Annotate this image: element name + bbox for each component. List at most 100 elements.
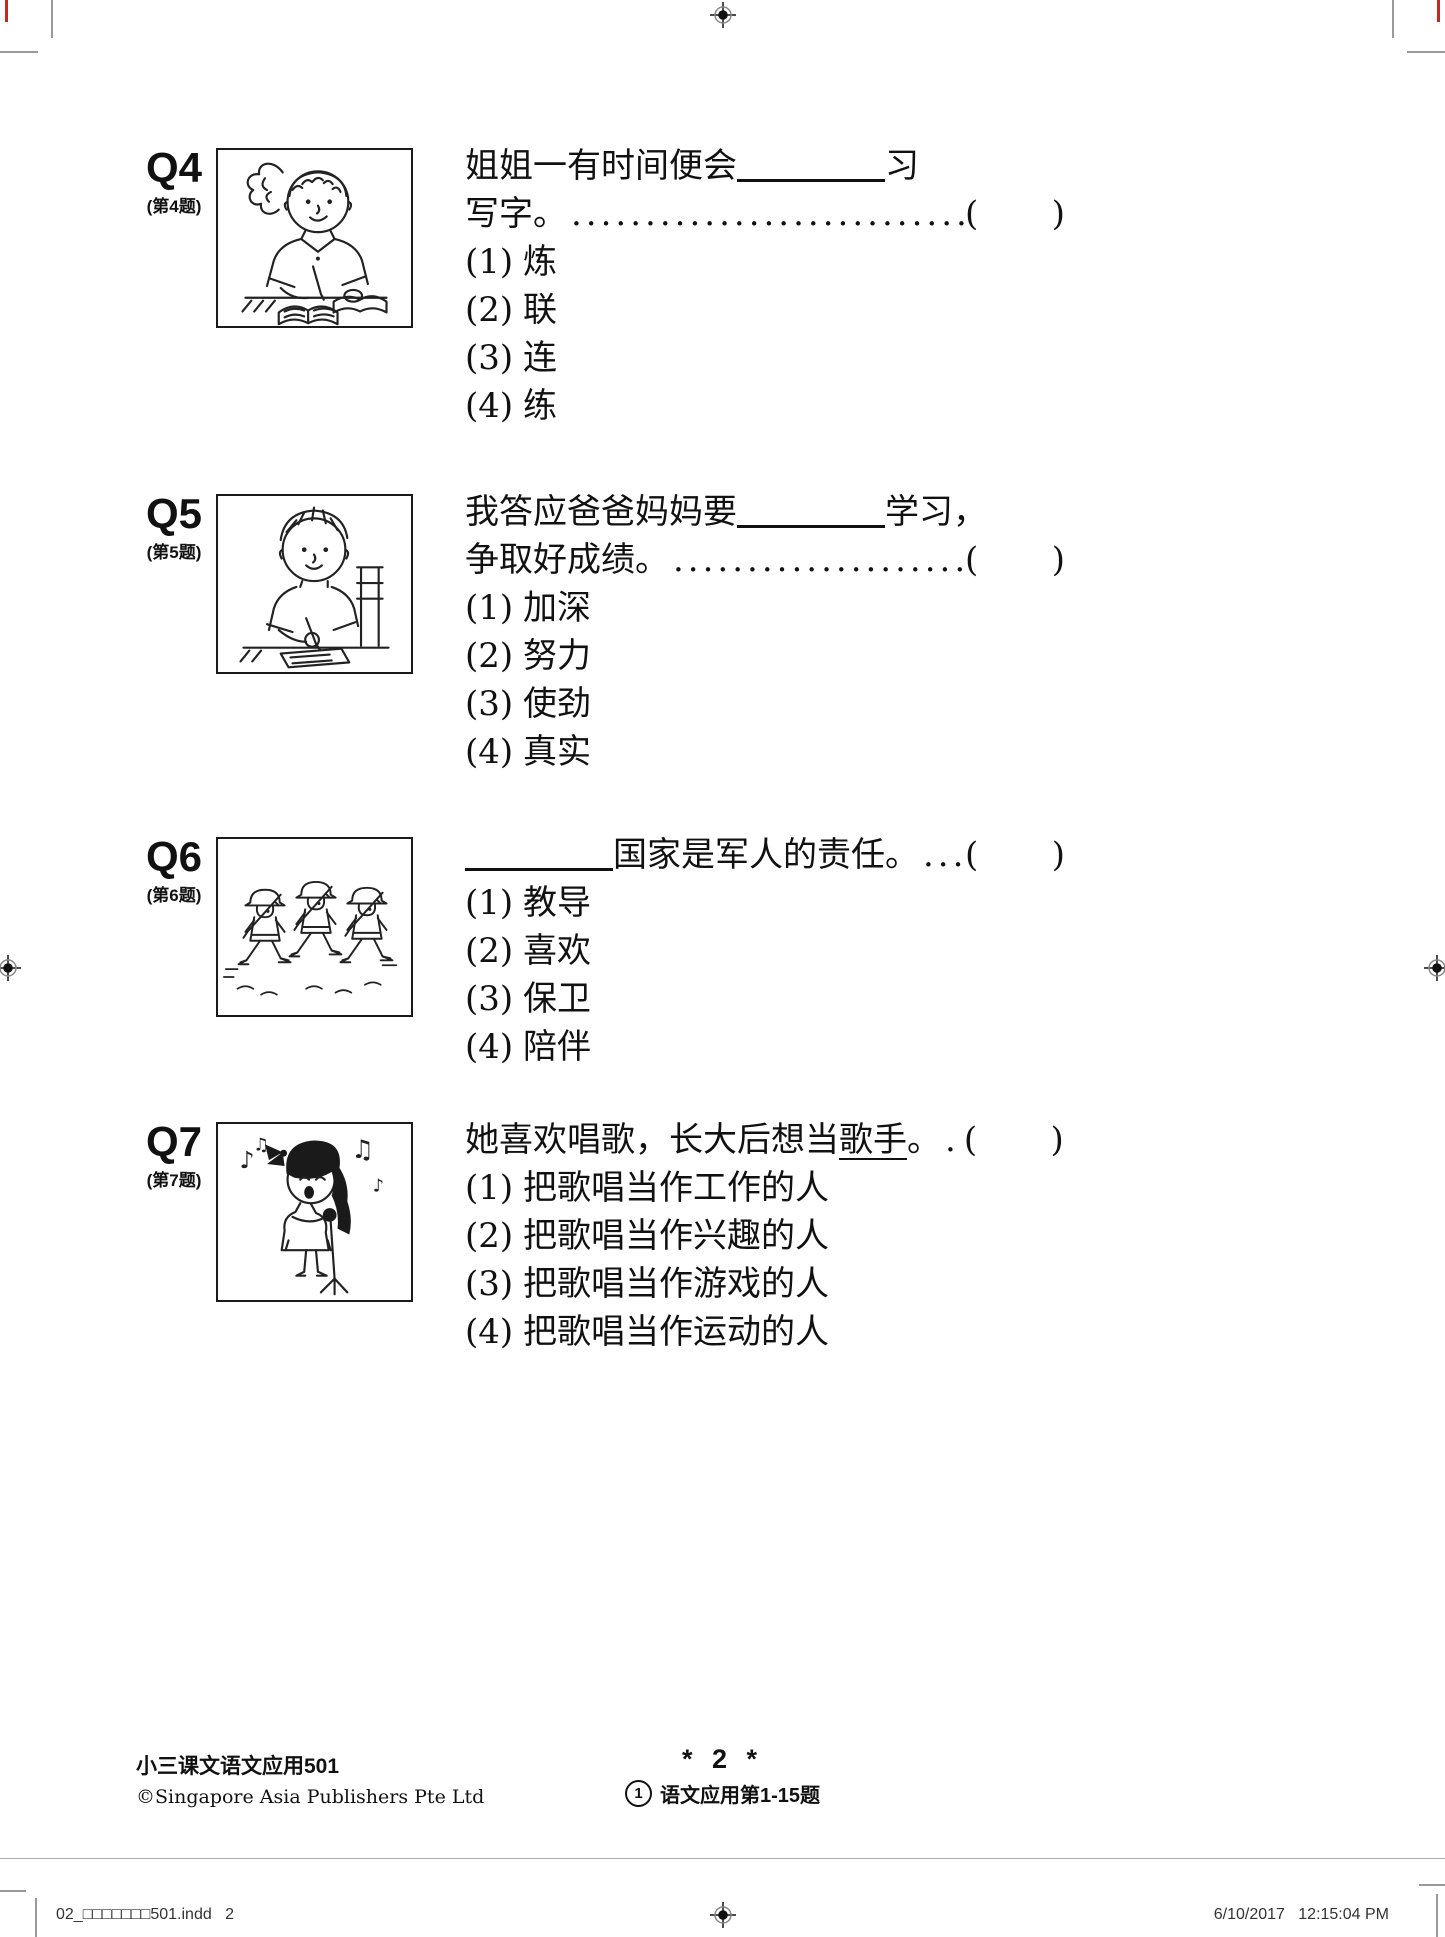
- option-number: (1): [465, 883, 514, 923]
- option-number: (3): [465, 979, 514, 1019]
- option-number: (2): [465, 636, 514, 676]
- option-row: (2)联: [465, 286, 1065, 334]
- dotted-leader: .......: [923, 835, 965, 875]
- boy-writing-illustration: [239, 506, 390, 669]
- stem-text: 学习，: [885, 492, 987, 532]
- corner-tick: [1437, 0, 1440, 22]
- crop-mark: [1407, 51, 1445, 53]
- answer-bracket: (): [965, 831, 1065, 879]
- dotted-leader: ........................................: [673, 540, 965, 580]
- stem-text: 习: [885, 146, 919, 186]
- question-label: Q5 (第5题): [120, 492, 228, 563]
- option-number: (3): [465, 338, 514, 378]
- bracket-open: (: [965, 194, 979, 234]
- question-text: 国家是军人的责任。.......() (1)教导 (2)喜欢 (3)保卫 (4)…: [465, 831, 1065, 1071]
- bracket-close: ): [1051, 194, 1065, 234]
- bracket-close: ): [1050, 1120, 1064, 1160]
- marching-soldiers-illustration: [222, 880, 398, 996]
- option-number: (4): [465, 1027, 514, 1067]
- corner-tick: [5, 0, 8, 22]
- bracket-open: (: [965, 835, 979, 875]
- section-reference: 1 语文应用第1-15题: [0, 1779, 1445, 1808]
- option-text: 努力: [523, 636, 591, 676]
- bracket-close: ): [1051, 835, 1065, 875]
- question-label: Q6 (第6题): [120, 835, 228, 906]
- registration-mark-icon: [710, 1902, 736, 1928]
- question-stem-line: 国家是军人的责任。.......(): [465, 831, 1065, 879]
- circled-number-icon: 1: [624, 1780, 652, 1807]
- option-text: 真实: [523, 732, 591, 772]
- stem-text: 国家是军人的责任。: [613, 835, 919, 875]
- crop-mark: [0, 1890, 26, 1892]
- girl-singing-illustration: ♪ ♫ ♫ ♪: [240, 1135, 384, 1296]
- option-number: (3): [465, 684, 514, 724]
- slug-datetime: 6/10/2017 12:15:04 PM: [1213, 1906, 1389, 1923]
- question-number: Q6: [145, 833, 203, 880]
- stem-text: 她喜欢唱歌，长大后想当: [465, 1120, 839, 1160]
- copyright: ©Singapore Asia Publishers Pte Ltd: [136, 1786, 485, 1808]
- option-text: 把歌唱当作兴趣的人: [523, 1216, 829, 1256]
- bracket-open: (: [963, 1120, 978, 1160]
- option-row: (4)把歌唱当作运动的人: [465, 1308, 1065, 1356]
- question-subnumber: (第5题): [146, 543, 202, 562]
- crop-mark: [0, 51, 38, 53]
- option-row: (3)把歌唱当作游戏的人: [465, 1260, 1065, 1308]
- option-row: (3)连: [465, 334, 1065, 382]
- underlined-term: 歌手: [839, 1120, 907, 1160]
- stem-text: 姐姐一有时间便会: [465, 146, 737, 186]
- svg-text:♪: ♪: [240, 1146, 255, 1174]
- fill-in-blank: [465, 868, 613, 871]
- option-row: (2)把歌唱当作兴趣的人: [465, 1212, 1065, 1260]
- stem-text: 我答应爸爸妈妈要: [465, 492, 737, 532]
- svg-text:♫: ♫: [351, 1135, 374, 1165]
- crop-mark: [51, 0, 53, 38]
- option-text: 连: [523, 338, 557, 378]
- fill-in-blank: [737, 525, 885, 528]
- option-row: (4)陪伴: [465, 1023, 1065, 1071]
- question-stem-line: 我答应爸爸妈妈要 学习，: [465, 488, 1065, 536]
- crop-mark: [1419, 1884, 1445, 1886]
- option-number: (2): [465, 290, 514, 330]
- question-illustration: [216, 494, 413, 674]
- slug-filename: 02_□□□□□□□501.indd 2: [56, 1906, 234, 1923]
- option-row: (1)加深: [465, 584, 1065, 632]
- stem-text: 写字。: [465, 194, 567, 234]
- question-illustration: [216, 837, 413, 1017]
- option-number: (2): [465, 1216, 514, 1256]
- option-text: 联: [523, 290, 557, 330]
- option-number: (4): [465, 732, 514, 772]
- svg-text:♪: ♪: [373, 1176, 384, 1196]
- dotted-leader: .: [945, 1120, 960, 1160]
- question-subnumber: (第7题): [146, 1171, 202, 1190]
- question-number: Q5: [145, 490, 203, 537]
- question-text: 姐姐一有时间便会 习 写字。...........................…: [465, 142, 1065, 430]
- page-number: * 2 *: [681, 1744, 764, 1774]
- question-illustration: ♪ ♫ ♫ ♪: [216, 1122, 413, 1302]
- footer-left: 小三课文语文应用501 ©Singapore Asia Publishers P…: [136, 1750, 484, 1808]
- option-text: 炼: [523, 242, 557, 282]
- option-row: (4)练: [465, 382, 1065, 430]
- option-text: 把歌唱当作游戏的人: [523, 1264, 829, 1304]
- book-title: 小三课文语文应用501: [136, 1755, 340, 1778]
- option-text: 把歌唱当作工作的人: [523, 1168, 829, 1208]
- question-text: 她喜欢唱歌，长大后想当歌手。.() (1)把歌唱当作工作的人 (2)把歌唱当作兴…: [465, 1116, 1065, 1356]
- option-row: (1)炼: [465, 238, 1065, 286]
- question-label: Q7 (第7题): [120, 1120, 228, 1191]
- fill-in-blank: [737, 179, 885, 182]
- registration-mark-icon: [1424, 955, 1445, 981]
- question-stem-line: 她喜欢唱歌，长大后想当歌手。.(): [465, 1116, 1065, 1164]
- option-number: (1): [465, 588, 514, 628]
- option-text: 教导: [523, 883, 591, 923]
- stem-text: 争取好成绩。: [465, 540, 669, 580]
- question-text: 我答应爸爸妈妈要 学习， 争取好成绩。......................…: [465, 488, 1065, 776]
- option-number: (1): [465, 1168, 514, 1208]
- answer-bracket: (): [965, 190, 1065, 238]
- registration-mark-icon: [710, 2, 736, 28]
- registration-mark-icon: [0, 955, 21, 981]
- option-text: 把歌唱当作运动的人: [523, 1312, 829, 1352]
- dotted-leader: ........................................…: [571, 194, 965, 234]
- option-row: (1)把歌唱当作工作的人: [465, 1164, 1065, 1212]
- question-number: Q4: [145, 144, 203, 191]
- option-text: 加深: [523, 588, 591, 628]
- option-number: (4): [465, 386, 514, 426]
